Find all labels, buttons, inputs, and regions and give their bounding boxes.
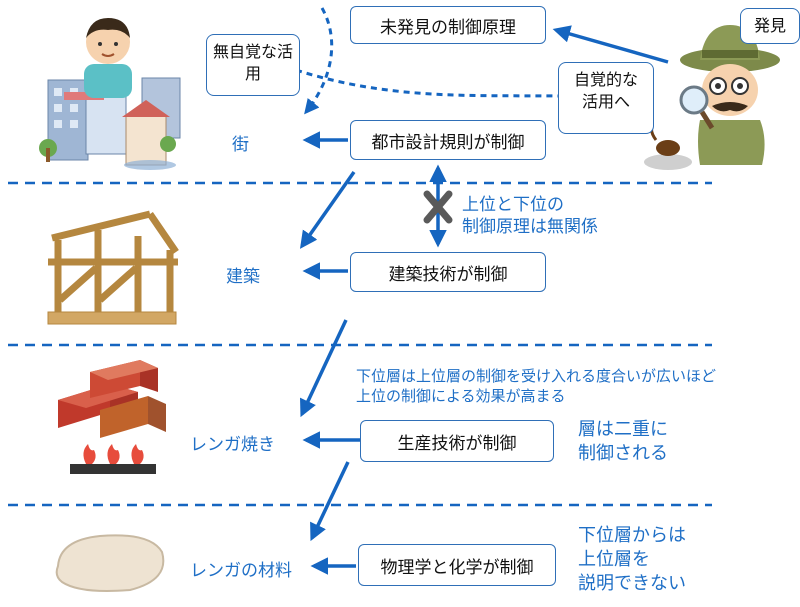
unconscious-line-1: 無自覚な活	[212, 42, 293, 61]
unconscious-line-2: 用	[244, 64, 261, 83]
cannot-explain-line-2: 上位層を	[578, 549, 650, 570]
explorer-illustration	[679, 25, 780, 165]
building-tech-label: 建築技術が制御	[388, 264, 508, 285]
dual-control-line-1: 層は二重に	[578, 419, 668, 440]
production-tech-label: 生産技術が制御	[397, 433, 517, 454]
urban-rules-label: 都市設計規則が制御	[371, 132, 525, 153]
layer-town: 街	[232, 135, 249, 155]
layer-brick-firing: レンガ焼き	[190, 435, 275, 455]
undiscovered-label: 未発見の制御原理	[380, 17, 516, 38]
beetle-illustration	[644, 125, 692, 170]
physics-chem-box: 物理学と化学が制御	[358, 544, 556, 586]
production-tech-box: 生産技術が制御	[360, 420, 554, 462]
clay-bag-illustration	[55, 534, 165, 592]
diag-arrow-3	[310, 461, 350, 542]
building-tech-box: 建築技術が制御	[350, 252, 546, 292]
discover-label: 発見	[753, 16, 786, 35]
conscious-line-1: 自覚的な	[573, 70, 638, 89]
urban-rules-box: 都市設計規則が制御	[350, 120, 546, 160]
unrelated-line-2: 制御原理は無関係	[462, 217, 598, 237]
lower-accepts-line-2: 上位の制御による効果が高まる	[356, 387, 566, 405]
unconscious-path	[304, 7, 334, 115]
town-illustration	[39, 77, 181, 170]
physics-chem-label: 物理学と化学が制御	[380, 557, 534, 578]
conscious-line-2: 活用へ	[581, 92, 630, 111]
man-illustration	[84, 18, 132, 98]
dual-control-note: 層は二重に 制御される	[578, 418, 668, 466]
conscious-callout: 自覚的な 活用へ	[558, 62, 654, 134]
lower-accepts-note: 下位層は上位層の制御を受け入れる度合いが広いほど 上位の制御による効果が高まる	[356, 366, 716, 406]
diag-arrow-2	[300, 319, 348, 418]
unconscious-callout: 無自覚な活 用	[206, 34, 300, 96]
lower-accepts-line-1: 下位層は上位層の制御を受け入れる度合いが広いほど	[356, 367, 717, 385]
discovery-arrow	[552, 25, 669, 64]
layer-architecture: 建築	[226, 267, 260, 287]
house-frame-illustration	[47, 210, 179, 325]
unrelated-note: 上位と下位の 制御原理は無関係	[462, 194, 598, 238]
unrelated-line-1: 上位と下位の	[462, 195, 564, 215]
dual-control-line-2: 制御される	[578, 443, 668, 464]
cannot-explain-line-3: 説明できない	[578, 573, 686, 594]
gas-flame-illustration	[70, 444, 156, 474]
cross-icon	[423, 190, 453, 224]
undiscovered-principle-box: 未発見の制御原理	[350, 6, 546, 44]
brick-illustration	[58, 360, 166, 438]
discover-callout: 発見	[740, 8, 800, 44]
cannot-explain-note: 下位層からは 上位層を 説明できない	[578, 524, 686, 596]
layer-brick-material: レンガの材料	[190, 561, 292, 581]
cannot-explain-line-1: 下位層からは	[578, 525, 686, 546]
conscious-path	[295, 68, 561, 98]
diag-arrow-1	[299, 170, 356, 249]
